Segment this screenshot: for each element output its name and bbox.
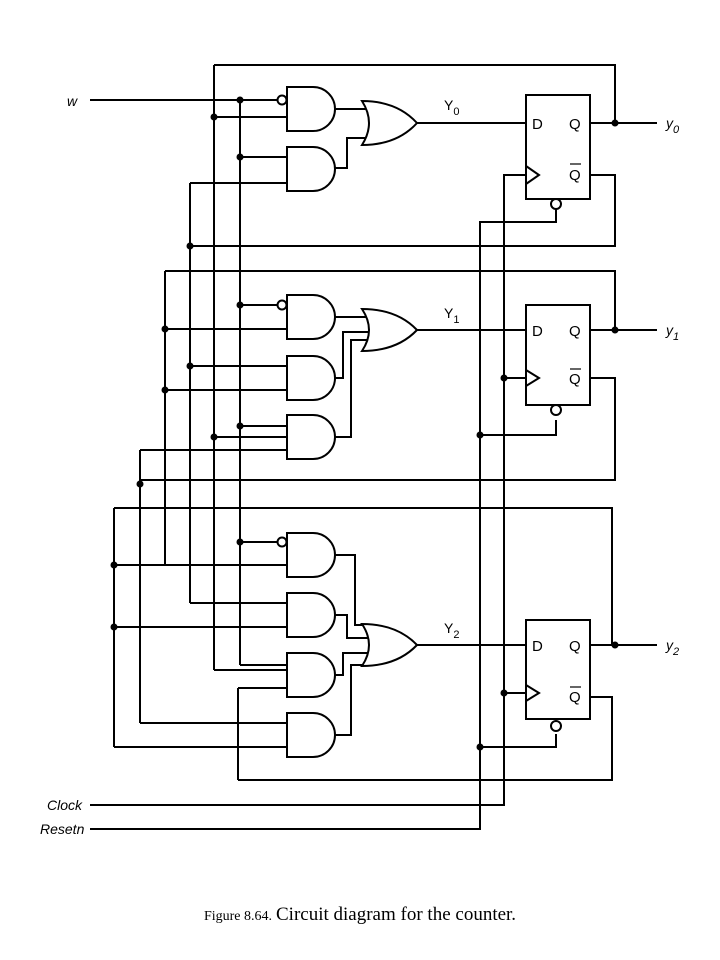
flip-flop-0: D Q Q bbox=[525, 94, 591, 210]
output-y0-label: y0 bbox=[665, 115, 680, 136]
and-gate-2b bbox=[286, 592, 336, 638]
y1-next-label: Y1 bbox=[444, 305, 459, 326]
and-gate-1a bbox=[286, 294, 336, 340]
flip-flop-2: D Q Q bbox=[525, 619, 591, 732]
or-gate-2 bbox=[360, 622, 419, 668]
output-y1-label: y1 bbox=[665, 322, 679, 343]
junctions bbox=[110, 96, 619, 751]
input-w-label: w bbox=[67, 93, 78, 109]
or-gate-1 bbox=[360, 307, 419, 353]
ff0-q-label: Q bbox=[569, 116, 581, 133]
and-gate-0a bbox=[286, 86, 336, 132]
clock-label: Clock bbox=[47, 797, 83, 813]
ff1-d-label: D bbox=[532, 323, 543, 340]
and-gates bbox=[286, 86, 336, 758]
figure-number: Figure 8.64. bbox=[203, 909, 272, 924]
and-gate-2d bbox=[286, 712, 336, 758]
and-gate-1b bbox=[286, 355, 336, 401]
flip-flop-1: D Q Q bbox=[525, 304, 591, 416]
or-gate-0 bbox=[360, 99, 419, 147]
y2-next-label: Y2 bbox=[444, 620, 459, 641]
ff2-qbar-label: Q bbox=[569, 689, 581, 706]
or-gates bbox=[360, 99, 419, 668]
ff0-qbar-label: Q bbox=[569, 167, 581, 184]
and-gate-0b bbox=[286, 146, 336, 192]
ff1-qbar-label: Q bbox=[569, 371, 581, 388]
output-y2-label: y2 bbox=[665, 637, 679, 658]
ff2-q-label: Q bbox=[569, 638, 581, 655]
ff1-q-label: Q bbox=[569, 323, 581, 340]
resetn-label: Resetn bbox=[40, 821, 85, 837]
and-gate-2c bbox=[286, 652, 336, 698]
caption-text: Circuit diagram for the counter. bbox=[276, 904, 517, 925]
ff0-d-label: D bbox=[532, 116, 543, 133]
y0-next-label: Y0 bbox=[444, 97, 459, 118]
and-gate-2a bbox=[286, 532, 336, 578]
and-gate-1c bbox=[286, 414, 336, 460]
wires bbox=[90, 64, 657, 830]
ff2-d-label: D bbox=[532, 638, 543, 655]
figure-caption: Figure 8.64. Circuit diagram for the cou… bbox=[0, 904, 720, 926]
input-bubbles bbox=[276, 94, 288, 548]
